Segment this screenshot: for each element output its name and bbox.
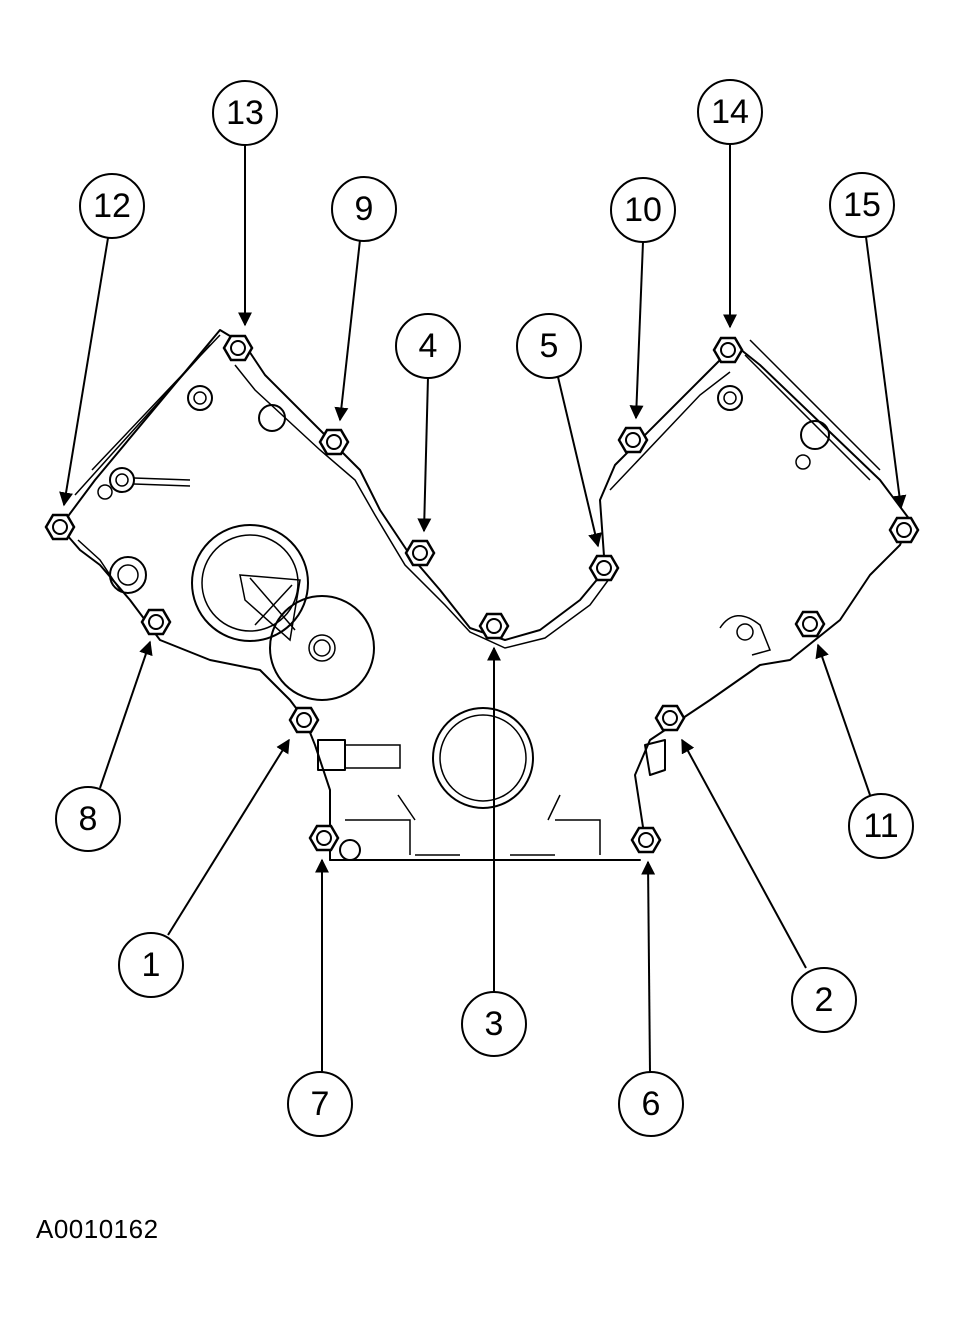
leader-11: [815, 643, 871, 796]
svg-text:9: 9: [355, 190, 374, 228]
callout-10: 10: [610, 177, 676, 243]
leader-12: [59, 237, 109, 507]
svg-text:1: 1: [142, 946, 161, 984]
leader-1: [167, 738, 290, 936]
svg-text:10: 10: [624, 191, 662, 229]
leader-arrows: [59, 143, 907, 1074]
bolt-head-15: [888, 516, 920, 544]
bolt-head-11: [794, 610, 826, 638]
svg-text:11: 11: [863, 807, 898, 845]
svg-text:6: 6: [642, 1085, 661, 1123]
callouts: 13 9 12 4 5 10 14 15 8 11 1 3 2 7 6: [55, 79, 914, 1137]
svg-text:12: 12: [93, 187, 131, 225]
callout-6: 6: [618, 1071, 684, 1137]
callout-5: 5: [516, 313, 582, 379]
svg-text:14: 14: [711, 93, 749, 131]
svg-text:3: 3: [485, 1005, 504, 1043]
bolt-head-8: [140, 608, 172, 636]
leader-8: [99, 640, 153, 789]
bolt-head-5: [588, 554, 620, 582]
callout-9: 9: [331, 176, 397, 242]
bolt-head-10: [617, 426, 649, 454]
leader-5: [557, 376, 602, 548]
leader-4: [417, 376, 432, 533]
callout-15: 15: [829, 172, 895, 238]
callout-12: 12: [79, 173, 145, 239]
leader-9: [334, 239, 361, 422]
svg-text:8: 8: [79, 800, 98, 838]
bolt-head-4: [404, 539, 436, 567]
svg-text:4: 4: [419, 327, 438, 365]
bolt-head-9: [318, 428, 350, 456]
svg-text:5: 5: [540, 327, 559, 365]
svg-text:15: 15: [843, 186, 881, 224]
figure-reference-code: A0010162: [36, 1214, 159, 1244]
bolt-head-7: [308, 824, 340, 852]
callout-3: 3: [461, 991, 527, 1057]
leader-6: [641, 860, 656, 1074]
bolt-head-6: [630, 826, 662, 854]
callout-7: 7: [287, 1071, 353, 1137]
callout-4: 4: [395, 313, 461, 379]
callout-14: 14: [697, 79, 763, 145]
bolt-heads: [44, 334, 920, 854]
cover-outline: [59, 329, 911, 861]
callout-11: 11: [848, 793, 914, 859]
callout-2: 2: [791, 967, 857, 1033]
bolt-head-14: [712, 336, 744, 364]
leader-2: [681, 738, 807, 969]
svg-text:2: 2: [815, 981, 834, 1019]
callout-1: 1: [118, 932, 184, 998]
bolt-head-1: [288, 706, 320, 734]
bolt-head-2: [654, 704, 686, 732]
leader-15: [865, 236, 907, 510]
bolt-head-13: [222, 334, 254, 362]
callout-8: 8: [55, 786, 121, 852]
leader-10: [629, 241, 644, 420]
bolt-head-3: [478, 612, 510, 640]
svg-text:13: 13: [226, 94, 264, 132]
svg-text:7: 7: [311, 1085, 330, 1123]
bolt-head-12: [44, 513, 76, 541]
callout-13: 13: [212, 80, 278, 146]
